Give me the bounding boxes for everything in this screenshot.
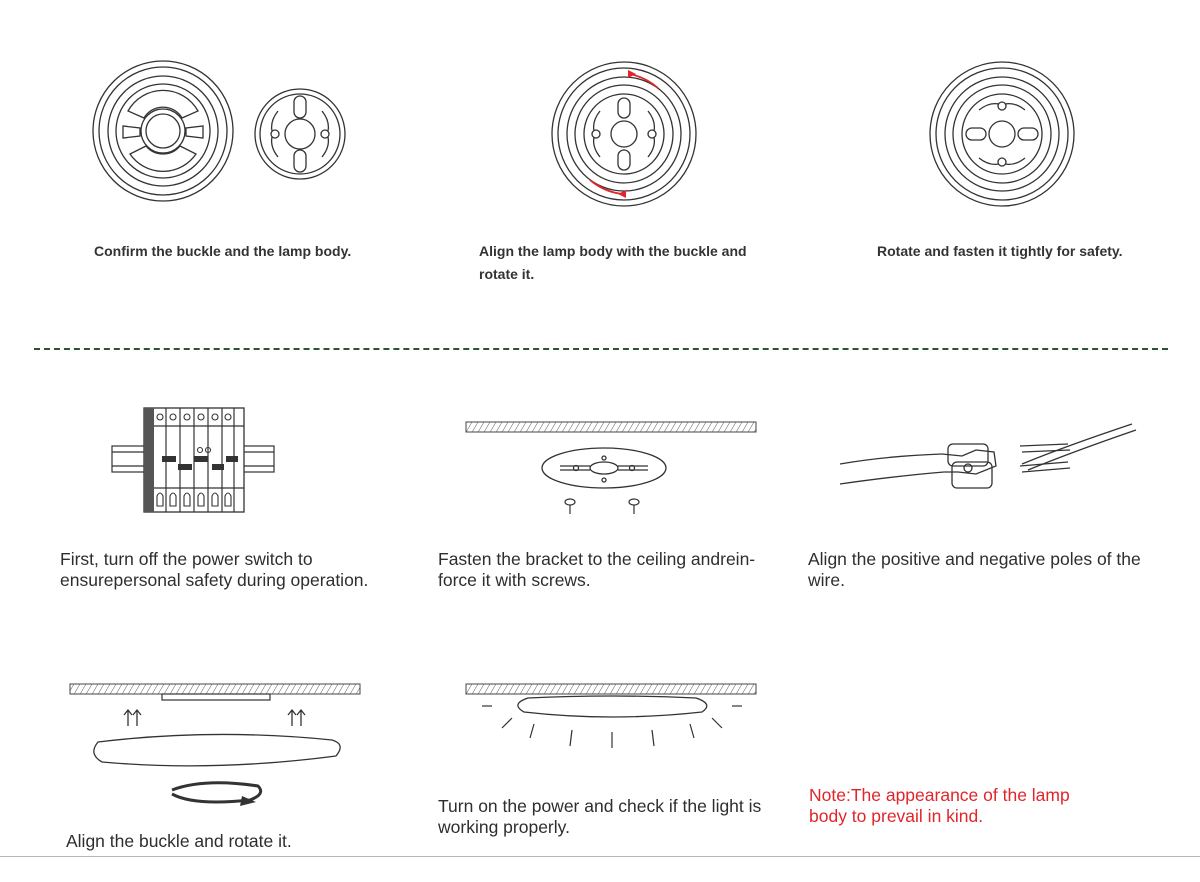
bottom-rule bbox=[0, 856, 1200, 857]
circuit-breaker-illustration bbox=[111, 407, 275, 513]
caption-fasten-bracket: Fasten the bracket to the ceiling andrei… bbox=[438, 549, 756, 590]
lamp-body-and-buckle-illustration bbox=[92, 60, 346, 202]
fastened-lamp-illustration bbox=[929, 61, 1075, 207]
bracket-ceiling-illustration bbox=[465, 421, 757, 514]
caption-align-buckle: Align the buckle and rotate it. bbox=[66, 831, 292, 851]
caption-align-lamp-body: Align the lamp body with the buckle and … bbox=[479, 243, 747, 282]
wire-connection-illustration bbox=[839, 423, 1137, 489]
lamp-lit-illustration bbox=[465, 683, 757, 748]
caption-power-off: First, turn off the power switch to ensu… bbox=[60, 549, 369, 590]
caption-confirm-buckle: Confirm the buckle and the lamp body. bbox=[94, 243, 352, 259]
caption-turn-on-power: Turn on the power and check if the light… bbox=[438, 796, 762, 837]
caption-align-wire-poles: Align the positive and negative poles of… bbox=[808, 549, 1141, 590]
section-divider bbox=[34, 348, 1168, 350]
appearance-note: Note:The appearance of the lamp body to … bbox=[809, 785, 1070, 826]
align-buckle-rotate-illustration bbox=[69, 683, 361, 806]
align-lamp-body-illustration bbox=[551, 61, 697, 207]
caption-rotate-fasten: Rotate and fasten it tightly for safety. bbox=[877, 243, 1123, 259]
